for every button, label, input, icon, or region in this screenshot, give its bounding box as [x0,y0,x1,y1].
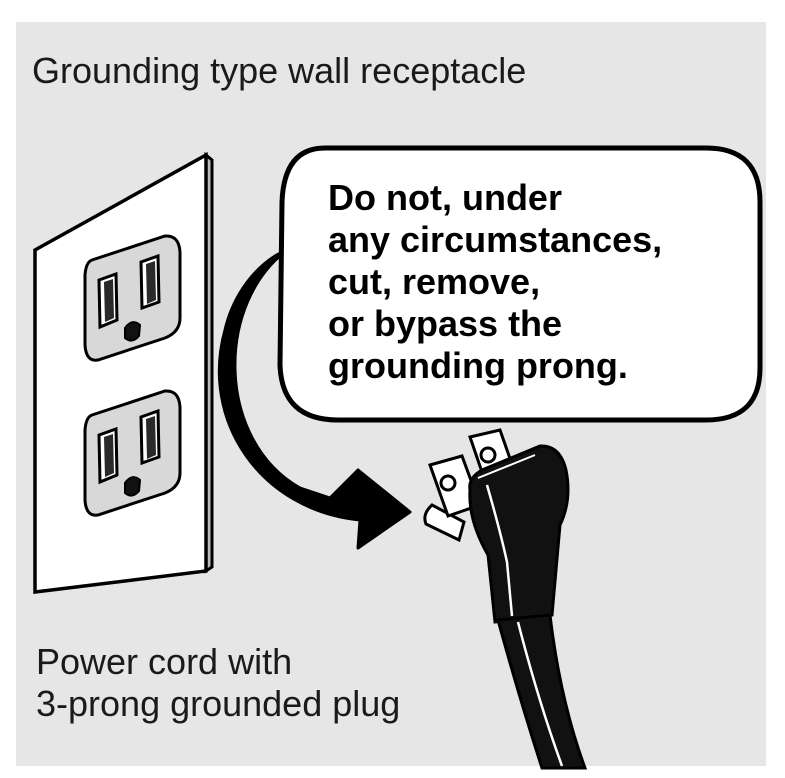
warning-text: Do not, under any circumstances, cut, re… [328,177,662,387]
power-cord-label: Power cord with 3-prong grounded plug [36,641,400,725]
warning-line: Do not, under [328,177,562,218]
lower-outlet [83,389,182,517]
diagram-title: Grounding type wall receptacle [32,50,527,91]
warning-line: cut, remove, [328,261,541,302]
warning-line: or bypass the [328,303,563,344]
power-cord-label-line: Power cord with [36,641,293,682]
warning-bubble [277,145,763,423]
upper-outlet [83,234,182,362]
power-plug-icon [423,428,588,770]
power-cord-label-line: 3-prong grounded plug [36,683,401,724]
arrow-icon [217,246,412,550]
warning-line: any circumstances, [328,219,663,260]
wall-receptacle-icon [33,151,214,594]
warning-line: grounding prong. [328,345,628,386]
